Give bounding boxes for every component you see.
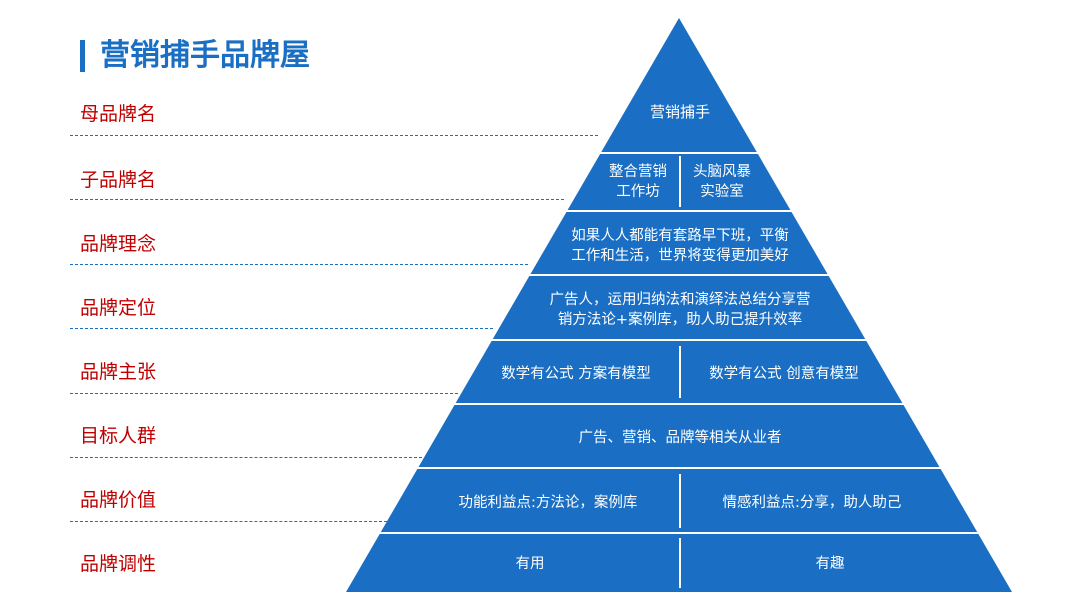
title-accent-bar: [80, 40, 85, 72]
divider-line: [70, 328, 493, 329]
divider-line: [70, 264, 528, 265]
tier-sub-brand-right: 头脑风暴实验室: [693, 164, 751, 200]
label-target-audience: 目标人群: [80, 425, 157, 447]
divider-line: [70, 393, 458, 394]
label-brand-philosophy: 品牌理念: [80, 233, 157, 255]
tier-brand-positioning: 广告人，运用归纳法和演绎法总结分享营销方法论+案例库，助人助己提升效率: [549, 292, 811, 328]
label-sub-brand: 子品牌名: [80, 169, 157, 191]
divider-line: [70, 457, 422, 458]
divider-line: [70, 521, 387, 522]
tier-brand-proposition-right: 数学有公式 创意有模型: [709, 366, 859, 382]
tier-brand-value-right: 情感利益点:分享，助人助己: [722, 495, 902, 511]
pyramid-dividers: [377, 152, 981, 588]
pyramid-body: [346, 18, 1012, 592]
label-brand-positioning: 品牌定位: [80, 297, 157, 319]
tier-brand-proposition-left: 数学有公式 方案有模型: [501, 366, 651, 382]
divider-line: [70, 135, 598, 136]
divider-line: [70, 199, 564, 200]
label-brand-value: 品牌价值: [80, 489, 157, 511]
tier-target-audience: 广告、营销、品牌等相关从业者: [578, 430, 782, 446]
tier-brand-philosophy: 如果人人都能有套路早下班，平衡工作和生活，世界将变得更加美好: [571, 228, 789, 264]
tier-parent-brand: 营销捕手: [649, 103, 710, 121]
label-brand-proposition: 品牌主张: [80, 361, 157, 383]
tier-brand-tone-right: 有趣: [815, 556, 845, 572]
tier-brand-tone-left: 有用: [515, 556, 545, 572]
label-brand-tone: 品牌调性: [80, 553, 157, 575]
page-title: 营销捕手品牌屋: [100, 38, 310, 73]
label-parent-brand: 母品牌名: [80, 103, 157, 125]
tier-sub-brand-left: 整合营销工作坊: [609, 164, 667, 200]
tier-brand-value-left: 功能利益点:方法论，案例库: [458, 495, 638, 511]
